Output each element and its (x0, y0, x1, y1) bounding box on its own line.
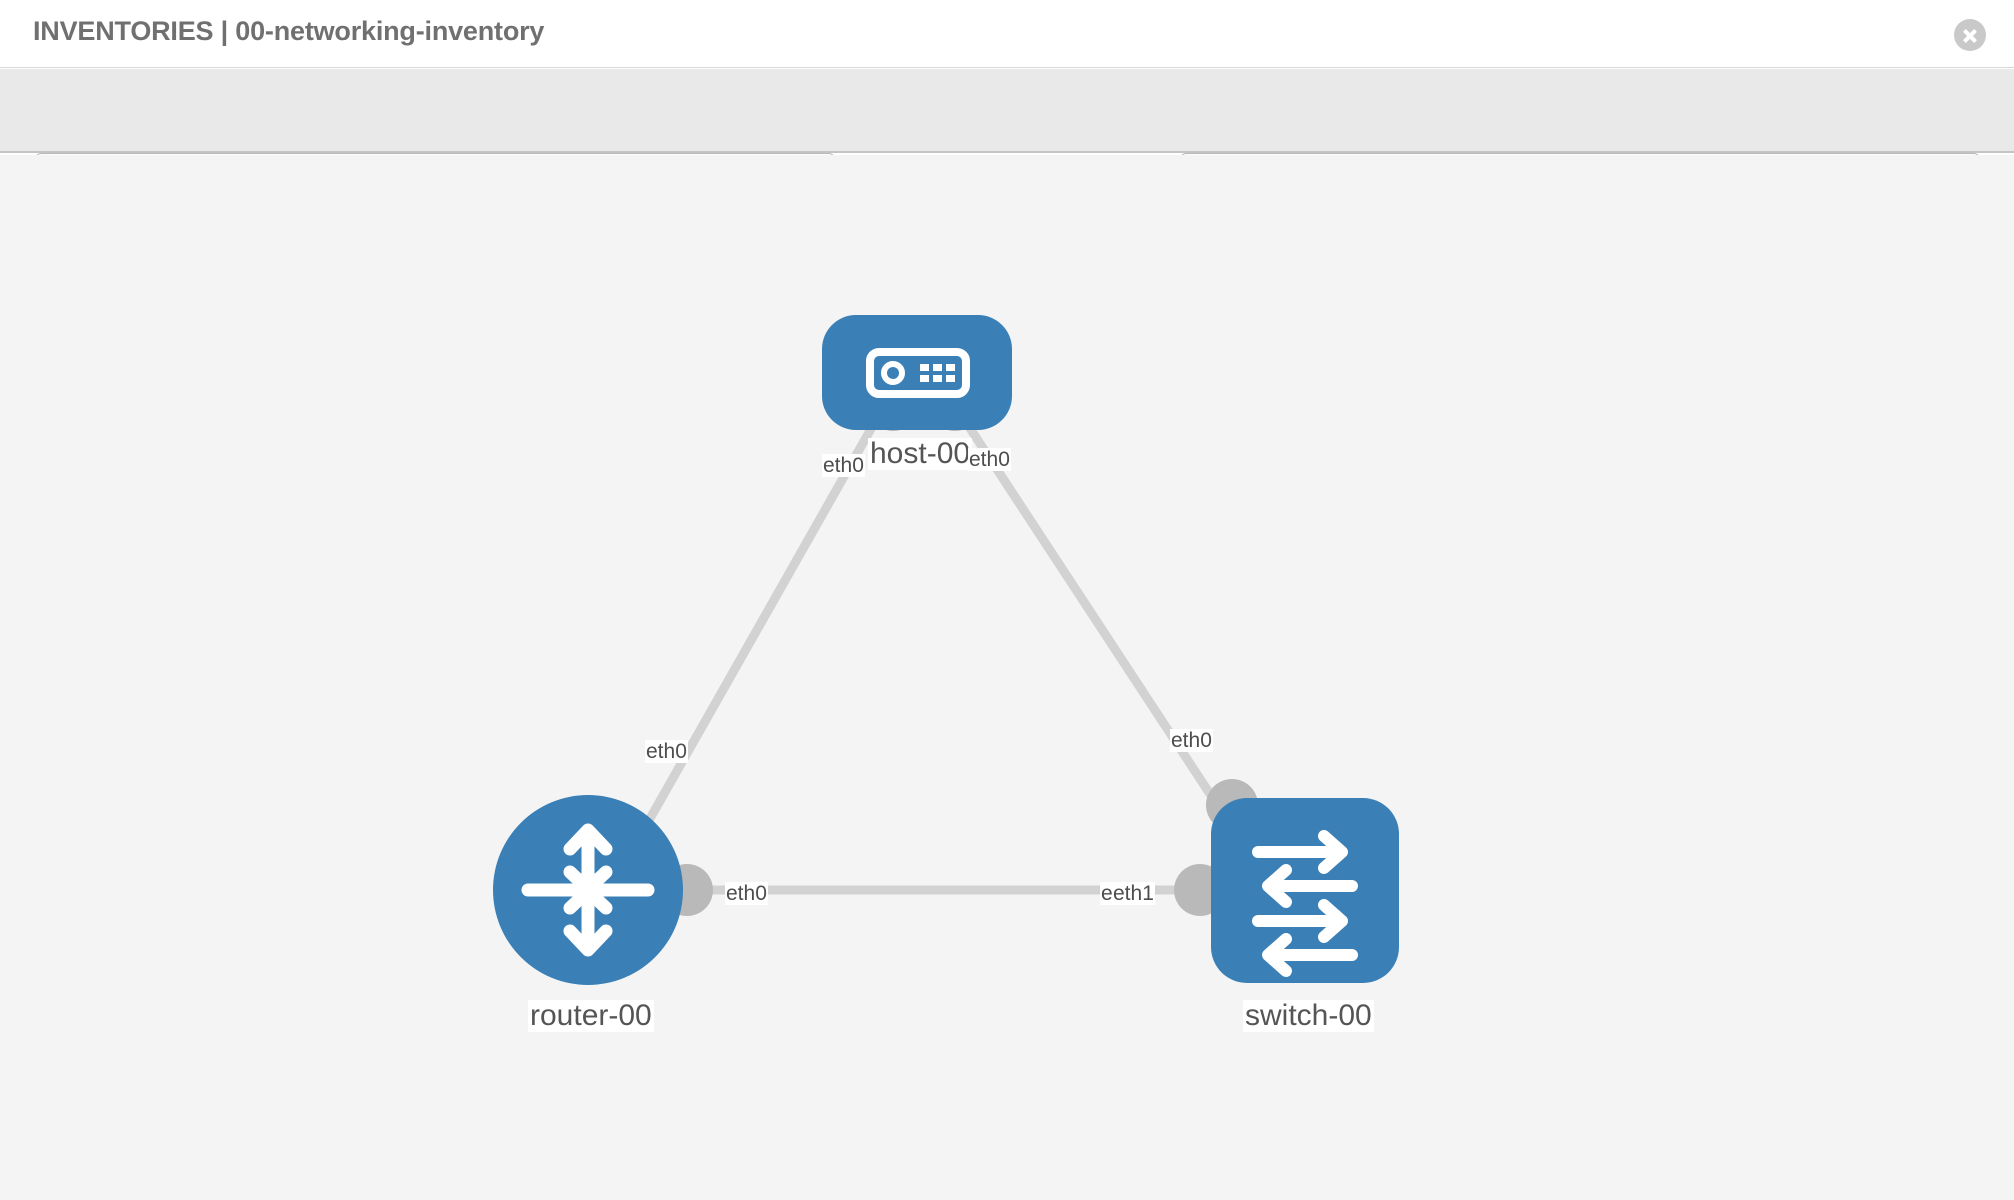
node-label-switch-00: switch-00 (1243, 999, 1374, 1032)
topology-graph (493, 315, 1399, 985)
link-host-switch[interactable] (956, 410, 1254, 858)
page-title: INVENTORIES | 00-networking-inventory (33, 16, 545, 46)
node-switch-00[interactable] (1211, 798, 1399, 983)
router-arrows-icon (521, 823, 655, 957)
toolbar: ACTIONS SEARCH (0, 69, 2014, 203)
edge-label-router-right-eth0: eth0 (725, 882, 768, 906)
node-host-00[interactable] (822, 315, 1012, 430)
switch-arrows-icon (1252, 830, 1358, 977)
node-label-router-00: router-00 (528, 999, 654, 1032)
edge-label-host-left-eth0: eth0 (822, 454, 865, 478)
edge-label-host-right-eth0: eth0 (968, 448, 1011, 472)
edge-label-router-up-eth0: eth0 (645, 740, 688, 764)
node-label-host-00: host-00 (868, 437, 973, 470)
edge-label-switch-left-eth1: eth1 (1112, 882, 1155, 906)
server-icon (866, 348, 970, 398)
topology-canvas[interactable]: host-00 router-00 switch-00 eth0 eth0 et… (0, 155, 2014, 1200)
node-router-00[interactable] (493, 795, 683, 985)
close-icon[interactable] (1954, 19, 1986, 51)
page-header: INVENTORIES | 00-networking-inventory (0, 0, 2014, 68)
edge-label-switch-up-eth0: eth0 (1170, 729, 1213, 753)
graph-links (614, 410, 1254, 895)
link-host-router[interactable] (614, 410, 884, 878)
